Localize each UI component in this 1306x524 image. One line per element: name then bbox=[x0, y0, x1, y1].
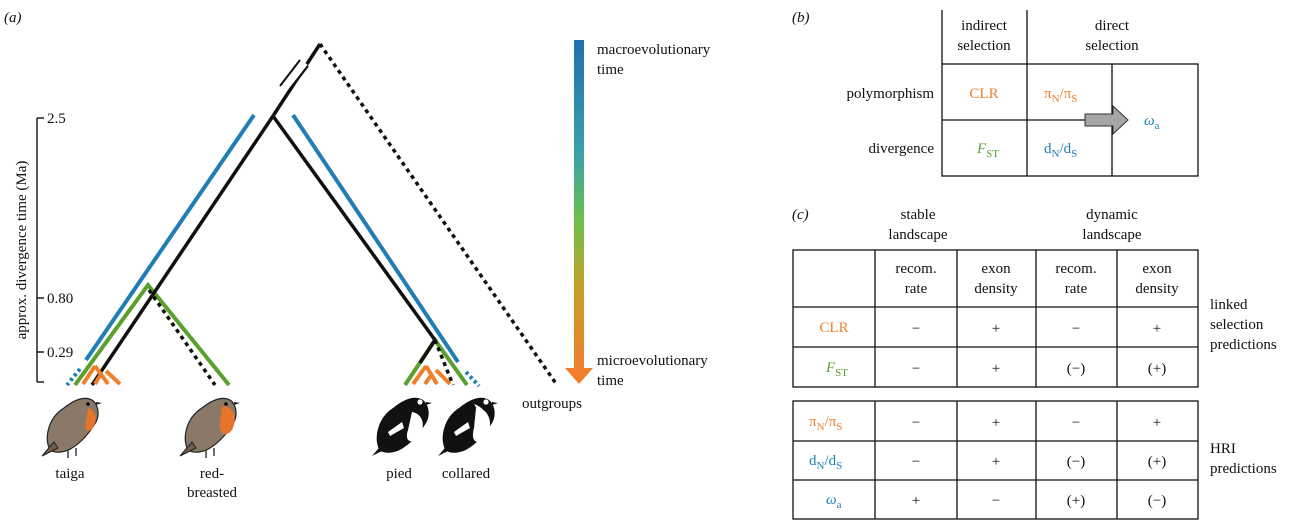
gradient-top-label: time bbox=[597, 62, 624, 78]
prediction-cell: (+) bbox=[1148, 454, 1166, 470]
prediction-cell: (+) bbox=[1148, 361, 1166, 377]
prediction-cell: − bbox=[912, 454, 920, 470]
flycatcher-icon bbox=[438, 397, 498, 456]
pin-pis-cell: πN/πS bbox=[1044, 86, 1077, 105]
tick-label: 0.80 bbox=[47, 291, 73, 307]
col-header: direct bbox=[1095, 18, 1130, 34]
prediction-cell: + bbox=[1153, 321, 1161, 337]
row-label-omega: ωa bbox=[826, 492, 842, 511]
linked-selection-table bbox=[792, 249, 1199, 388]
column-header: exon bbox=[1142, 261, 1172, 277]
side-label: predictions bbox=[1210, 461, 1277, 477]
flycatcher-icon bbox=[372, 397, 432, 456]
arrow-right-icon bbox=[1084, 104, 1129, 136]
panel-c-label: (c) bbox=[792, 207, 809, 223]
column-header: density bbox=[974, 281, 1018, 297]
group-header: stable bbox=[901, 207, 936, 223]
prediction-cell: (−) bbox=[1067, 454, 1085, 470]
prediction-cell: − bbox=[992, 493, 1000, 509]
robin-icon bbox=[179, 397, 240, 458]
taxon-label: outgroups bbox=[522, 396, 582, 412]
prediction-cell: − bbox=[912, 321, 920, 337]
col-header: indirect bbox=[961, 18, 1008, 34]
dn-ds-cell: dN/dS bbox=[1044, 141, 1077, 160]
side-label: selection bbox=[1210, 317, 1264, 333]
taxon-label: taiga bbox=[55, 466, 84, 482]
time-gradient-arrow bbox=[565, 40, 593, 384]
prediction-cell: − bbox=[912, 415, 920, 431]
prediction-cell: + bbox=[912, 493, 920, 509]
panel-a-label: (a) bbox=[4, 10, 22, 26]
row-header: divergence bbox=[868, 141, 934, 157]
column-header: rate bbox=[905, 281, 928, 297]
fst-cell: FST bbox=[976, 141, 999, 160]
gradient-bottom-label: microevolutionary bbox=[597, 353, 708, 369]
prediction-cell: − bbox=[1072, 415, 1080, 431]
col-header: selection bbox=[1085, 38, 1139, 54]
prediction-cell: − bbox=[912, 361, 920, 377]
divergence-time-axis: 2.5 0.80 0.29 approx. divergence time (M… bbox=[14, 111, 73, 383]
taxon-label: red- bbox=[200, 466, 224, 482]
prediction-cell: (+) bbox=[1067, 493, 1085, 509]
prediction-cell: + bbox=[992, 454, 1000, 470]
row-label-fst: FST bbox=[825, 360, 848, 379]
col-header: selection bbox=[957, 38, 1011, 54]
column-header: density bbox=[1135, 281, 1179, 297]
prediction-cell: + bbox=[992, 361, 1000, 377]
robin-icon bbox=[41, 397, 102, 458]
prediction-cell: (−) bbox=[1067, 361, 1085, 377]
gradient-top-label: macroevolutionary bbox=[597, 42, 711, 58]
hri-table bbox=[792, 400, 1199, 520]
column-header: rate bbox=[1065, 281, 1088, 297]
row-label-clr: CLR bbox=[819, 320, 848, 336]
prediction-cell: − bbox=[1072, 321, 1080, 337]
prediction-cell: + bbox=[992, 415, 1000, 431]
side-label: linked bbox=[1210, 297, 1248, 313]
prediction-cell: + bbox=[992, 321, 1000, 337]
group-header: landscape bbox=[1082, 227, 1141, 243]
row-label-dn-ds: dN/dS bbox=[809, 453, 842, 472]
tick-label: 0.29 bbox=[47, 345, 73, 361]
column-header: recom. bbox=[1055, 261, 1096, 277]
panel-b-label: (b) bbox=[792, 10, 810, 26]
omega-cell: ωa bbox=[1144, 113, 1160, 132]
tick-label: 2.5 bbox=[47, 111, 66, 127]
row-label-pin-pis: πN/πS bbox=[809, 414, 842, 433]
y-axis-label: approx. divergence time (Ma) bbox=[14, 161, 30, 340]
prediction-cell: (−) bbox=[1148, 493, 1166, 509]
selection-table bbox=[941, 10, 1199, 177]
prediction-cell: + bbox=[1153, 415, 1161, 431]
phylogeny-tree bbox=[65, 43, 559, 388]
group-header: landscape bbox=[888, 227, 947, 243]
gradient-bottom-label: time bbox=[597, 373, 624, 389]
clr-cell: CLR bbox=[969, 86, 998, 102]
group-header: dynamic bbox=[1086, 207, 1138, 223]
taxon-label: pied bbox=[386, 466, 412, 482]
column-header: recom. bbox=[895, 261, 936, 277]
side-label: HRI bbox=[1210, 441, 1236, 457]
taxon-label: collared bbox=[442, 466, 491, 482]
side-label: predictions bbox=[1210, 337, 1277, 353]
taxon-label: breasted bbox=[187, 485, 237, 501]
row-header: polymorphism bbox=[846, 86, 934, 102]
column-header: exon bbox=[981, 261, 1011, 277]
